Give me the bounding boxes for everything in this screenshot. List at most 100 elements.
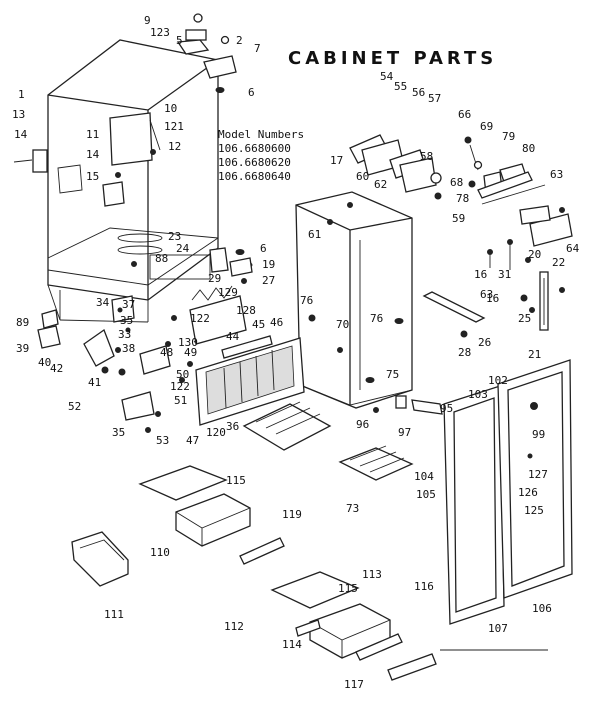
part-label: 27 [262,274,275,287]
part-label: 10 [164,102,177,115]
control-housing-parts [349,134,442,200]
part-label: 25 [518,312,531,325]
part-label: 122 [190,312,210,325]
part-label: 39 [16,342,29,355]
part-label: 52 [68,400,81,413]
part-label: 128 [236,304,256,317]
part-label: 112 [224,620,244,633]
bracket-parts [229,249,253,284]
part-label: 44 [226,330,240,343]
diagram-title: CABINET PARTS [288,48,498,69]
part-label: 113 [362,568,382,581]
part-label: 5 [176,34,183,47]
part-label: 78 [456,192,469,205]
part-label: 115 [338,582,358,595]
part-label: 62 [374,178,387,191]
part-label: 60 [356,170,369,183]
part-label: 57 [428,92,441,105]
part-label: 129 [218,286,238,299]
left-side-parts [13,112,161,207]
part-label: 56 [412,86,425,99]
part-label: 121 [164,120,184,133]
part-label: 55 [394,80,407,93]
part-label: 35 [112,426,125,439]
part-label: 24 [176,242,190,255]
shelf-rail-parts [422,291,535,338]
part-label: 14 [86,148,100,161]
liner-hardware [308,314,443,415]
part-label: 64 [566,242,580,255]
part-label: 99 [532,428,545,441]
part-label: 79 [502,130,515,143]
part-label: 111 [104,608,124,621]
part-label: 73 [346,502,359,515]
part-label: 35 [120,314,133,327]
thermostat-parts [464,136,546,205]
part-label: 2 [236,34,243,47]
part-label: 106 [532,602,552,615]
part-label: 63 [550,168,563,181]
part-label: 29 [208,272,221,285]
evaporator-cover-assembly [139,285,305,426]
part-label: 40 [38,356,51,369]
part-label: 95 [440,402,453,415]
part-label: 11 [86,128,99,141]
part-label: 68 [450,176,463,189]
part-label: 115 [226,474,246,487]
part-label: 22 [552,256,565,269]
part-label: 119 [282,508,302,521]
part-label: 96 [356,418,369,431]
part-label: 26 [478,336,491,349]
part-label: 6 [248,86,255,99]
part-label: 1 [18,88,25,101]
part-label: 105 [416,488,436,501]
part-label: 42 [50,362,63,375]
part-label: 9 [144,14,151,27]
part-label: 123 [150,26,170,39]
model-number: 106.6680620 [218,156,291,169]
part-label: 63 [480,288,493,301]
part-label: 7 [254,42,261,55]
model-numbers-block: Model Numbers 106.6680600 106.6680620 10… [218,128,304,184]
part-label: 126 [518,486,538,499]
part-label: 116 [414,580,434,593]
part-label: 51 [174,394,187,407]
part-label: 53 [156,434,169,447]
part-label: 66 [458,108,471,121]
part-label: 23 [168,230,181,243]
part-label: 15 [86,170,99,183]
part-label: 16 [486,292,499,305]
part-label: 70 [336,318,349,331]
part-label: 120 [206,426,226,439]
part-label: 48 [160,346,173,359]
part-label: 130 [178,336,198,349]
part-label: 89 [16,316,29,329]
part-label: 31 [498,268,511,281]
part-label: 21 [528,348,541,361]
part-label: 122 [170,380,190,393]
part-label: 69 [480,120,493,133]
part-label: 50 [176,368,189,381]
part-label: 12 [168,140,181,153]
part-label: 33 [118,328,131,341]
part-label: 58 [420,150,433,163]
part-label: 76 [300,294,313,307]
part-label: 80 [522,142,535,155]
cabinet-lower-parts [117,233,229,280]
part-label: 59 [452,212,465,225]
part-label: 14 [14,128,28,141]
part-label: 102 [488,374,508,387]
part-label: 103 [468,388,488,401]
model-numbers-header: Model Numbers [218,128,305,141]
wire-shelves [242,401,414,481]
top-hinge-parts [176,13,237,93]
part-label: 20 [528,248,541,261]
part-label: 36 [226,420,239,433]
part-label: 46 [270,316,283,329]
part-label: 28 [458,346,471,359]
part-label: 49 [184,346,197,359]
lower-drawer-parts [270,571,437,681]
part-label: 47 [186,434,199,447]
